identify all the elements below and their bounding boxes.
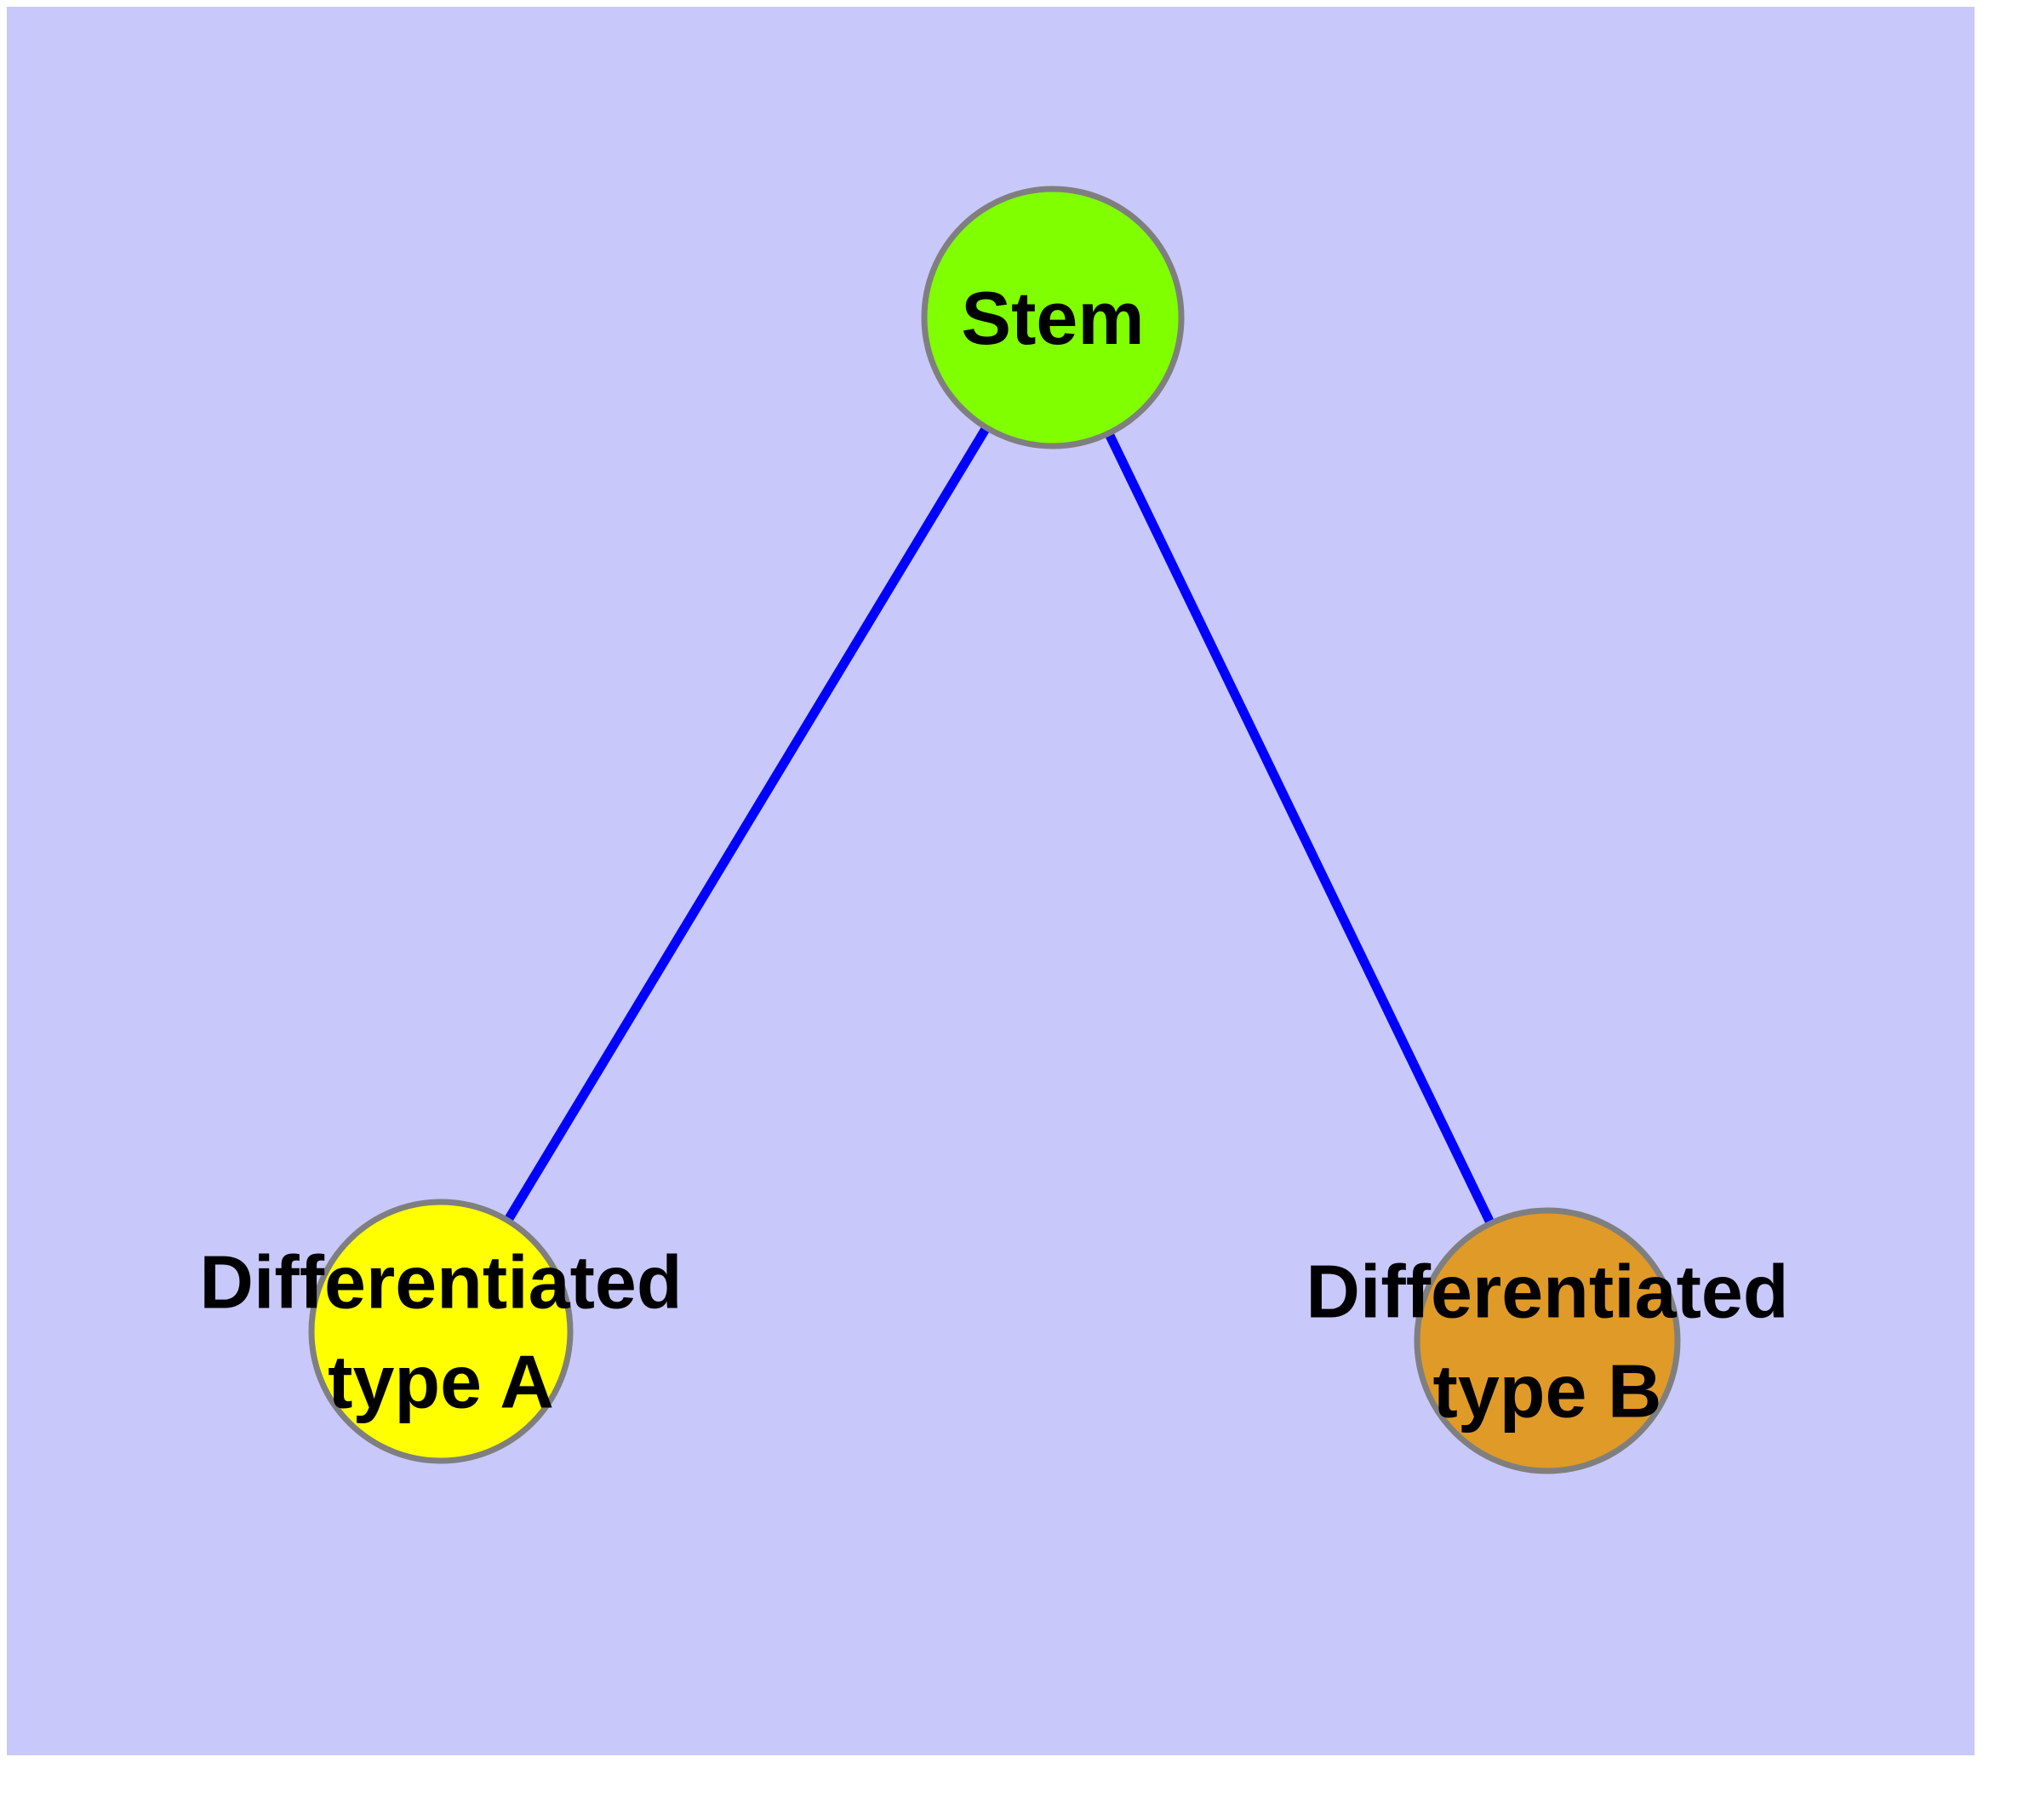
edges-layer [503, 425, 1495, 1226]
node-differentiated-type-b[interactable] [1414, 1207, 1681, 1474]
node-differentiated-type-a[interactable] [308, 1199, 574, 1464]
node-label-line: Stem [961, 276, 1144, 360]
node-label-line: type B [1433, 1348, 1662, 1433]
node-label-line: type A [328, 1339, 554, 1423]
node-label-stem: Stem [961, 276, 1144, 360]
node-stem[interactable] [921, 186, 1185, 449]
nodes-layer [308, 186, 1681, 1474]
node-label-differentiated-type-b: Differentiated type B [1306, 1249, 1788, 1433]
node-label-differentiated-type-a: Differentiated type A [199, 1239, 682, 1423]
edge-stem-to-differentiated-type-b[interactable] [1104, 431, 1495, 1226]
node-label-line: Differentiated [1306, 1249, 1788, 1333]
edge-stem-to-differentiated-type-a[interactable] [503, 425, 991, 1223]
labels-layer: Stem Differentiated type A Differentiated… [199, 276, 1788, 1434]
node-label-line: Differentiated [199, 1239, 682, 1324]
